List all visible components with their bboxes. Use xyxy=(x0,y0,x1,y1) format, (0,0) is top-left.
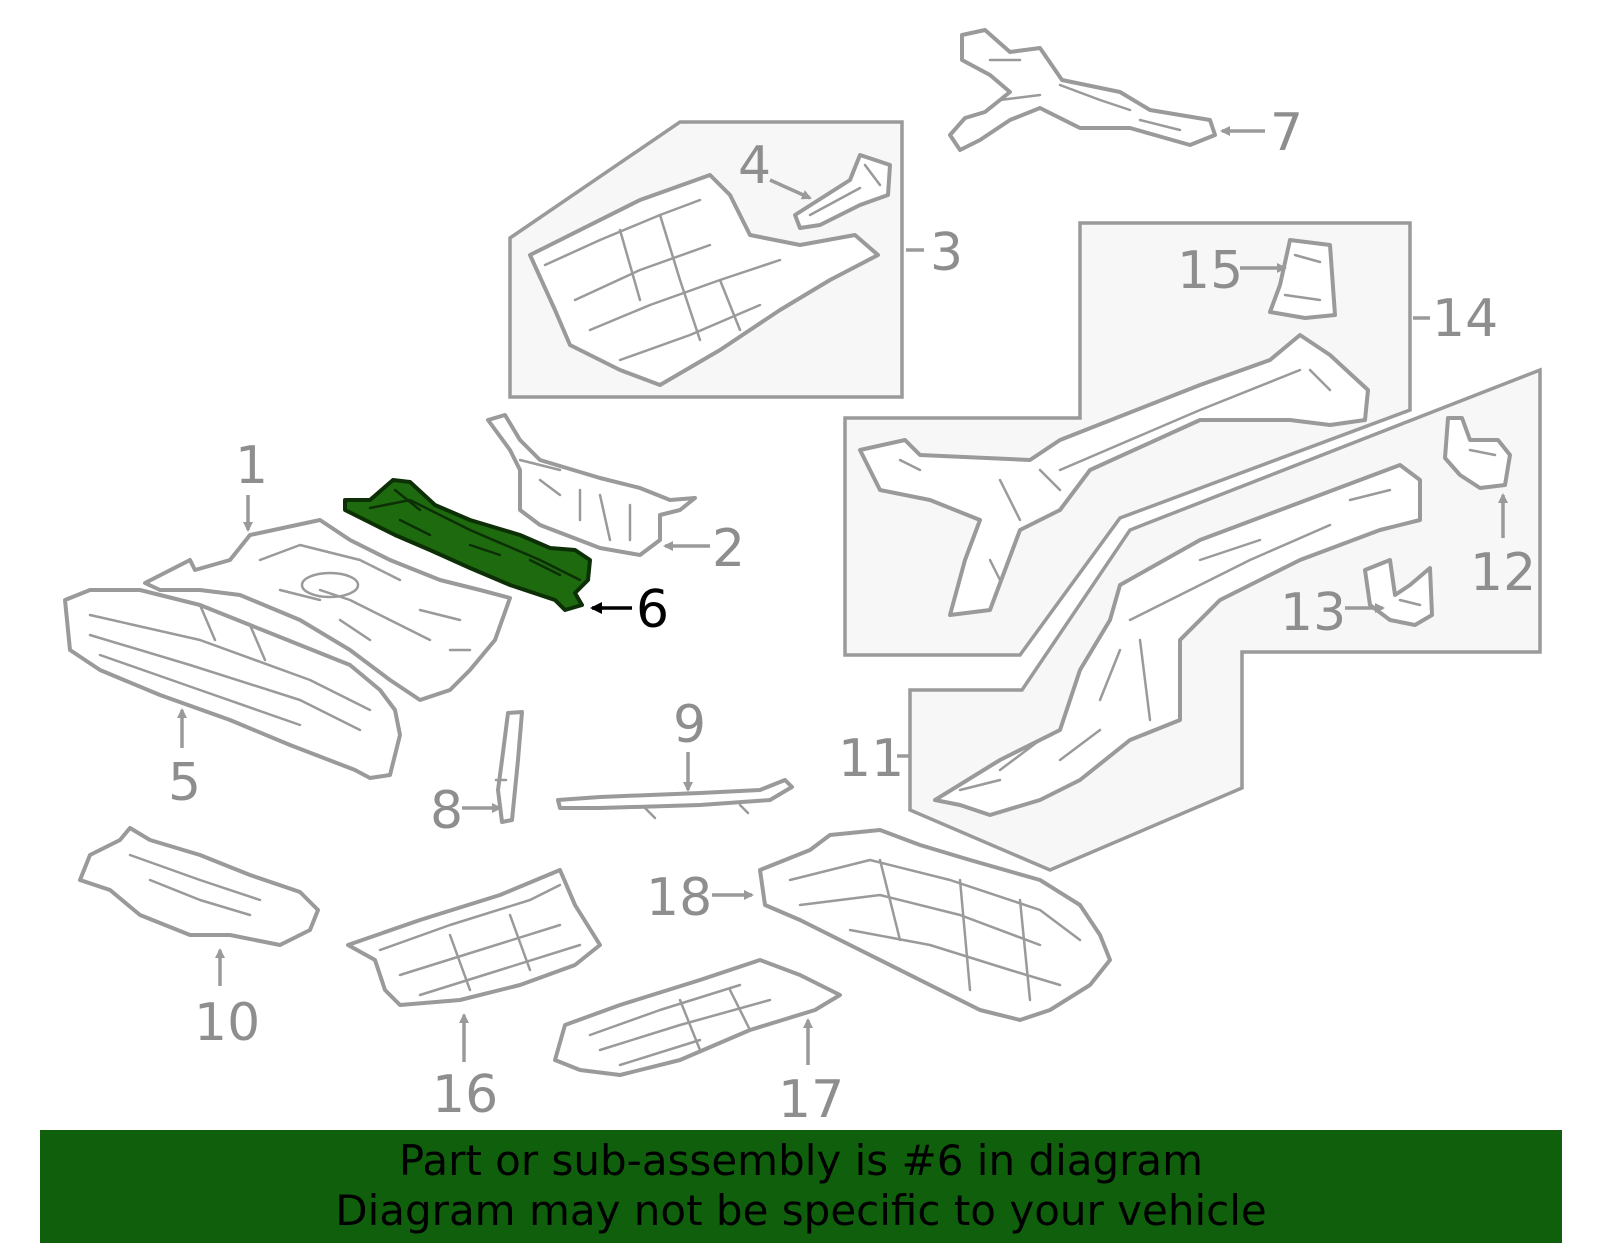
callout-6: 6 xyxy=(636,580,669,640)
part-12 xyxy=(1443,416,1512,490)
callout-18: 18 xyxy=(646,868,712,928)
callout-11: 11 xyxy=(838,729,904,789)
part-3 xyxy=(528,173,880,387)
part-2 xyxy=(486,413,697,557)
callout-8: 8 xyxy=(430,781,463,841)
part-6-highlighted xyxy=(343,478,592,612)
callout-2: 2 xyxy=(712,519,745,579)
callout-7: 7 xyxy=(1270,103,1303,163)
part-18 xyxy=(758,828,1112,1022)
info-banner: Part or sub-assembly is #6 in diagram Di… xyxy=(40,1130,1562,1243)
part-1 xyxy=(143,518,512,702)
callout-3: 3 xyxy=(930,223,963,283)
part-7 xyxy=(948,28,1217,152)
part-4 xyxy=(793,153,892,230)
banner-line-2: Diagram may not be specific to your vehi… xyxy=(335,1186,1267,1235)
callout-1: 1 xyxy=(235,436,268,496)
banner-line-1: Part or sub-assembly is #6 in diagram xyxy=(398,1136,1204,1185)
part-16 xyxy=(346,868,602,1007)
callout-16: 16 xyxy=(432,1065,498,1125)
part-9 xyxy=(556,778,794,820)
callout-17: 17 xyxy=(778,1070,844,1130)
part-10 xyxy=(78,826,320,947)
part-11 xyxy=(933,463,1422,817)
part-5 xyxy=(63,588,402,780)
part-8 xyxy=(494,710,524,824)
callout-12: 12 xyxy=(1470,543,1536,603)
part-15 xyxy=(1268,238,1337,320)
callout-15: 15 xyxy=(1177,241,1243,301)
callout-14: 14 xyxy=(1432,289,1498,349)
callout-4: 4 xyxy=(738,136,771,196)
callout-5: 5 xyxy=(168,753,201,813)
callout-10: 10 xyxy=(194,993,260,1053)
part-14 xyxy=(858,333,1370,617)
callout-13: 13 xyxy=(1280,583,1346,643)
part-17 xyxy=(553,958,842,1077)
callout-9: 9 xyxy=(673,695,706,755)
leader-4 xyxy=(769,178,812,200)
